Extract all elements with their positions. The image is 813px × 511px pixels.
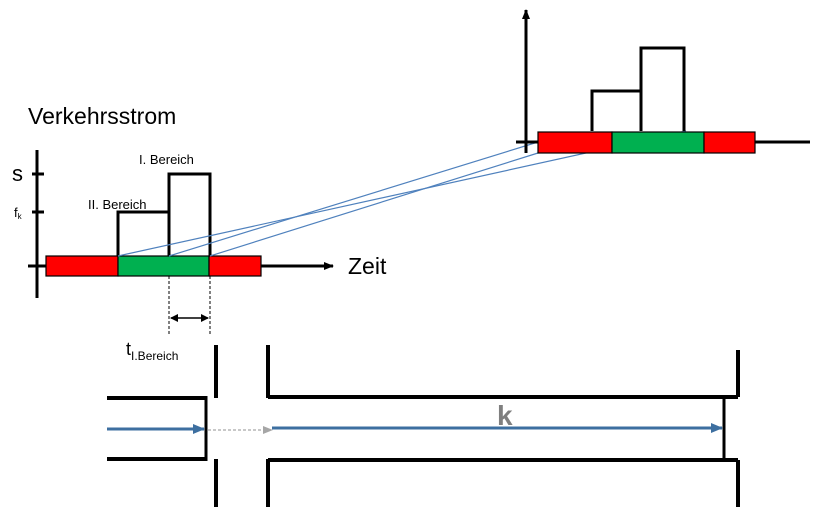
fk-subscript: k bbox=[18, 212, 23, 221]
green-phase bbox=[117, 255, 210, 277]
right-green-phase bbox=[611, 131, 705, 154]
road-k-label: k bbox=[497, 400, 513, 431]
right-red-phase-left bbox=[537, 131, 613, 154]
red-phase-right bbox=[208, 255, 262, 277]
projection-line-left bbox=[168, 141, 539, 257]
right-red-phase-right bbox=[703, 131, 756, 154]
fk-main: f bbox=[14, 205, 18, 220]
t-interval-label: tI.Bereich bbox=[126, 339, 178, 363]
projection-line-lower bbox=[209, 152, 539, 257]
s-label: s bbox=[12, 161, 23, 186]
red-phase-left bbox=[45, 255, 119, 277]
t-main: t bbox=[126, 339, 131, 359]
time-axis-label: Zeit bbox=[348, 253, 387, 279]
t-subscript: I.Bereich bbox=[131, 349, 178, 363]
flow-title: Verkehrsstrom bbox=[28, 103, 176, 129]
road-schematic: k bbox=[107, 345, 740, 507]
flow-histogram bbox=[116, 172, 212, 256]
fk-label: fk bbox=[14, 205, 23, 221]
range-two-label: II. Bereich bbox=[88, 197, 147, 212]
range-one-label: I. Bereich bbox=[139, 152, 194, 167]
left-flow-chart: Verkehrsstrom s fk I. Bereich II. Bereic… bbox=[12, 103, 387, 363]
right-flow-chart bbox=[516, 9, 810, 154]
right-histogram bbox=[590, 46, 686, 131]
